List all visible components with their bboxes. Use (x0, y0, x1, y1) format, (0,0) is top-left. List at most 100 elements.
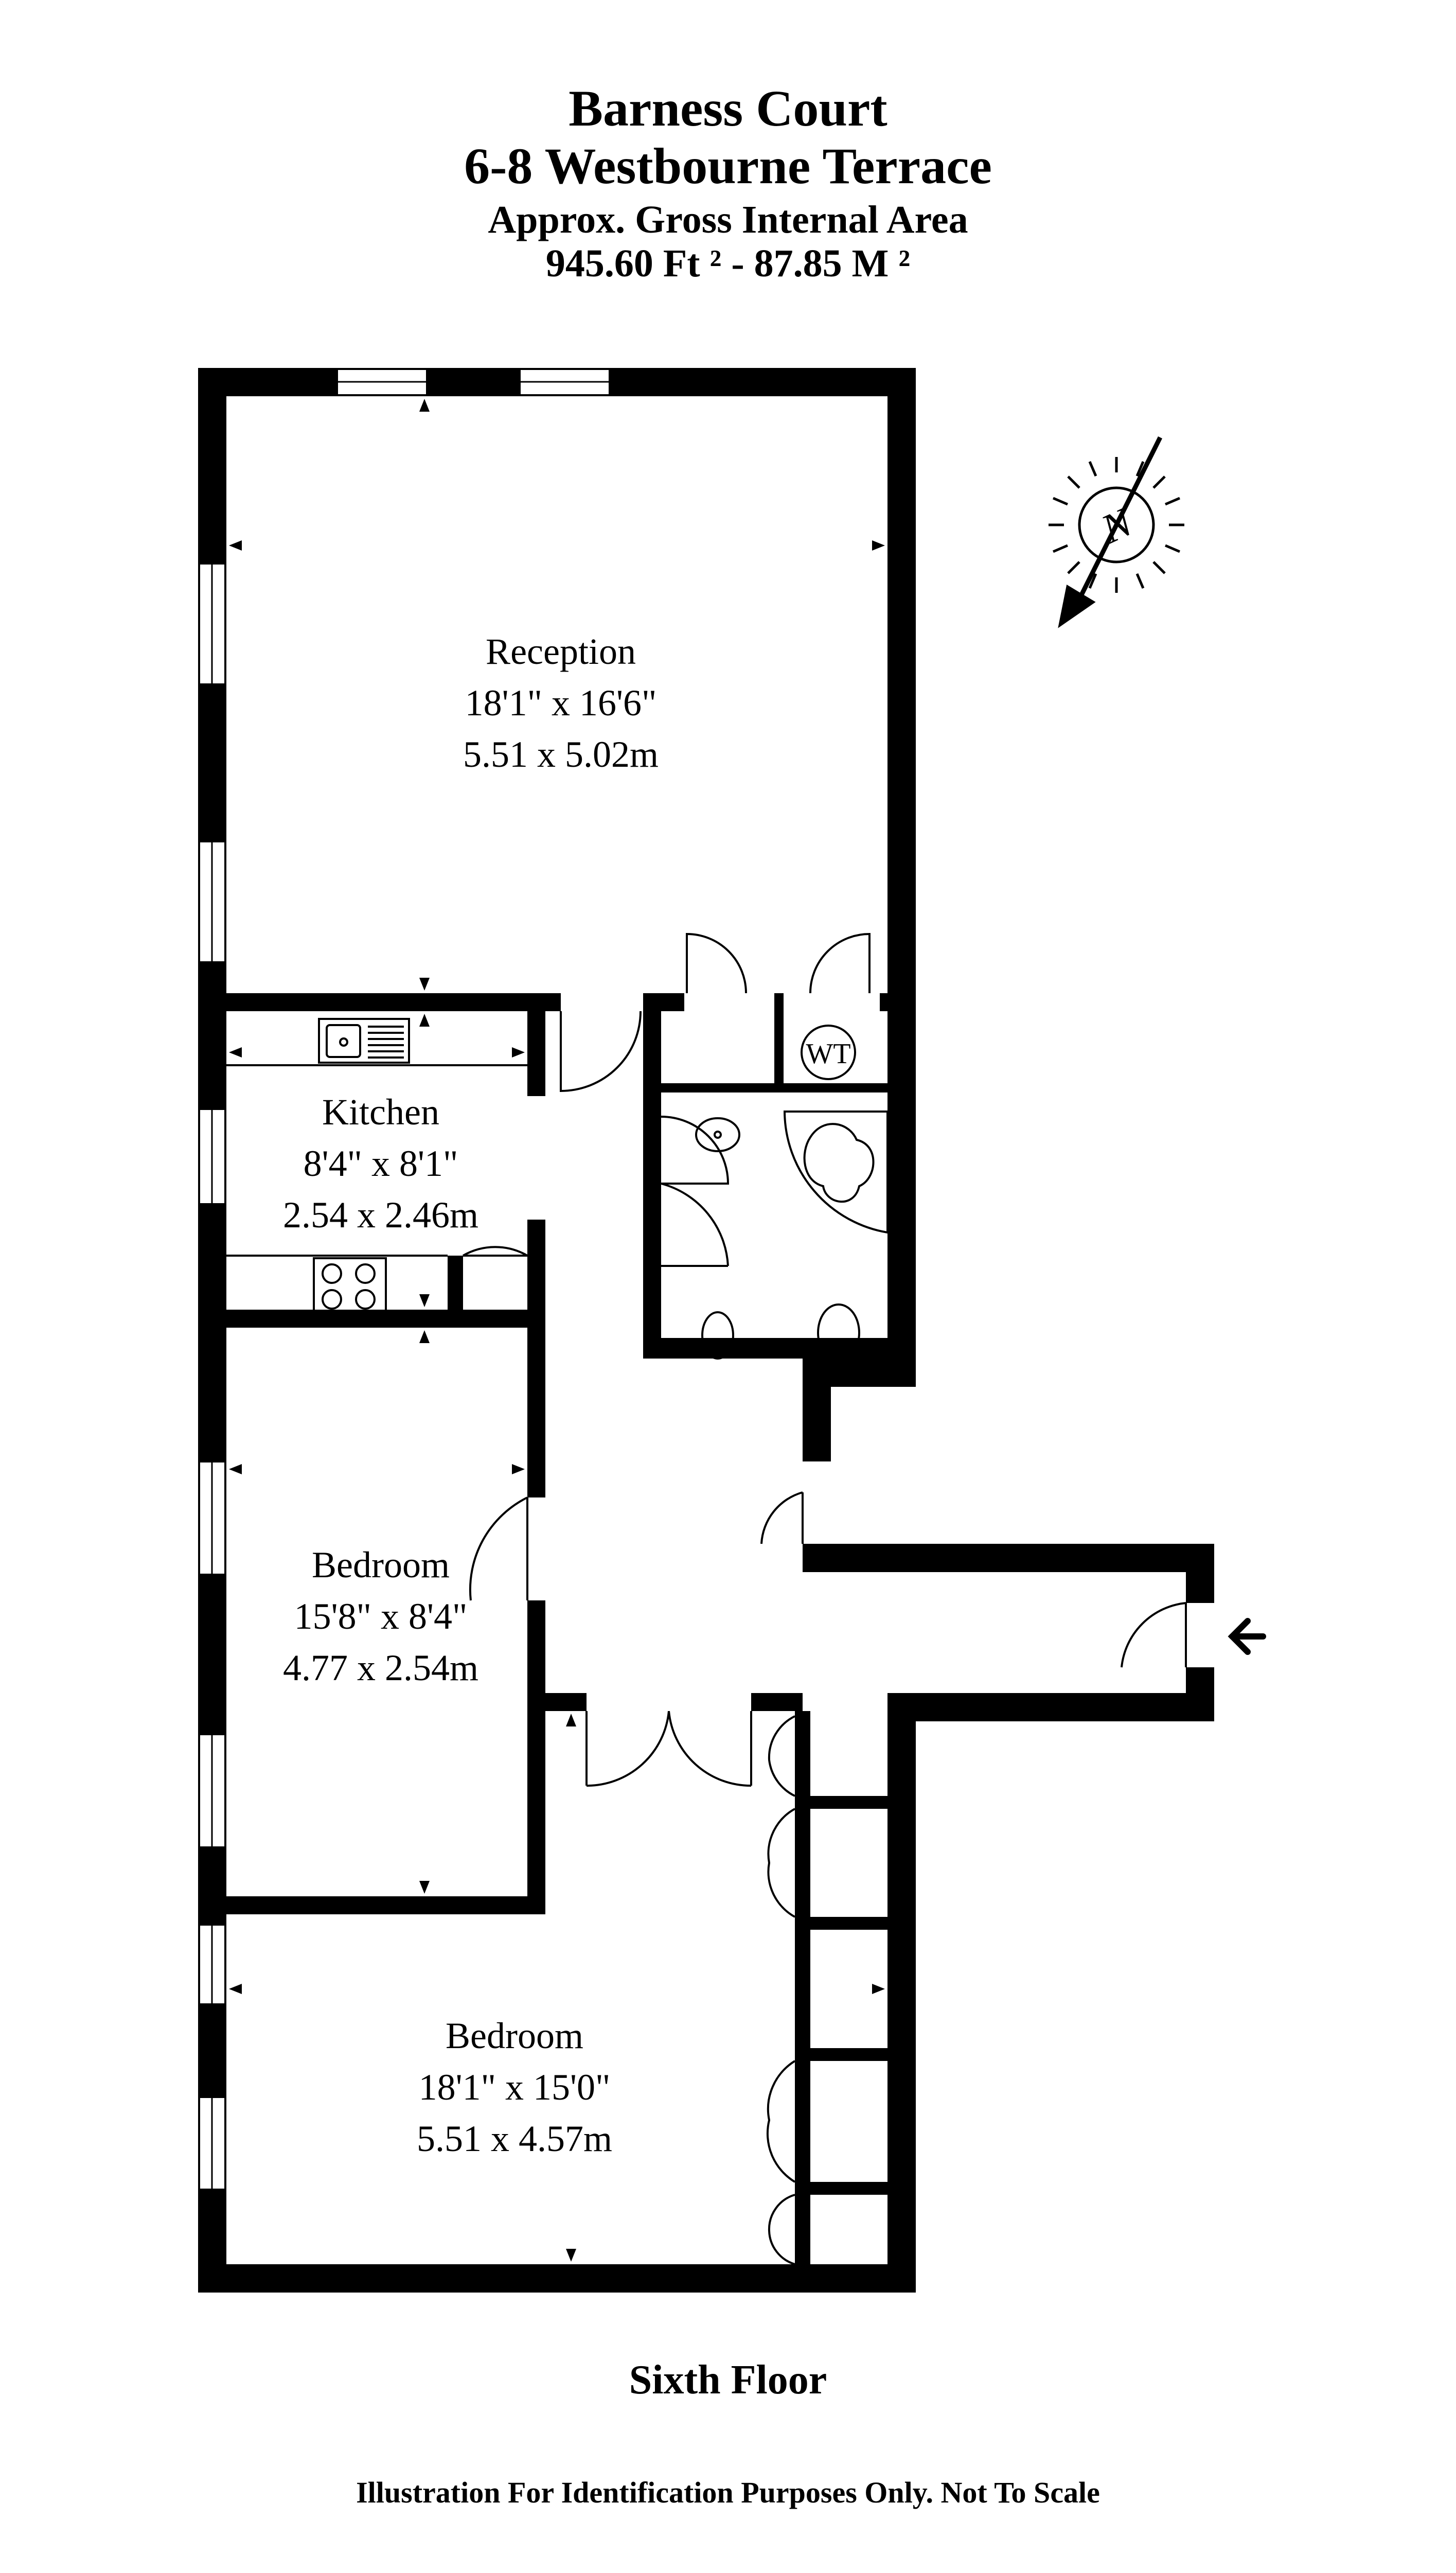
bathroom-fittings (695, 1025, 889, 1362)
bedroom1-name: Bedroom (312, 1544, 450, 1585)
arrow-reception-bottom (419, 978, 430, 991)
wardrobe-divider-1 (810, 1796, 887, 1809)
entrance-jamb-top (1186, 1544, 1214, 1603)
wardrobe-door-3 (766, 2060, 796, 2183)
arrow-reception-left (229, 540, 242, 551)
toilet-icon (817, 1303, 860, 1362)
walls (198, 368, 1214, 2293)
entrance-jamb-bottom (1186, 1667, 1214, 1721)
corner-bath-icon (783, 1111, 889, 1234)
hall-wall-right (751, 1693, 803, 1711)
east-wall-upper (887, 368, 916, 1384)
floor-label: Sixth Floor (629, 2357, 827, 2403)
south-outer-wall (198, 2264, 916, 2293)
arrow-reception-top (419, 399, 430, 412)
wardrobe-divider-2 (810, 1917, 887, 1930)
cupboard-divider-wall (661, 1083, 887, 1092)
hob-icon (313, 1257, 387, 1316)
arrow-kitchen-top (419, 1014, 430, 1027)
kitchen-bedroom-wall (226, 1310, 535, 1328)
bedroom2-door-right (668, 1711, 752, 1787)
arrow-bedroom1-top (419, 1330, 430, 1343)
bedroom2-imperial: 18'1" x 15'0" (419, 2067, 611, 2108)
corridor-south-wall (887, 1693, 1214, 1721)
bathroom-door (661, 1116, 730, 1185)
entrance-arrow-icon (1228, 1618, 1266, 1655)
arrow-bedroom2-left (229, 1984, 242, 1994)
wardrobe-spine (795, 1711, 810, 2264)
bedroom1-east-wall-upper (527, 1323, 545, 1497)
bathroom-west-wall (643, 993, 661, 1359)
bedroom2-name: Bedroom (446, 2015, 583, 2056)
kitchen-name: Kitchen (322, 1091, 439, 1133)
kitchen-imperial: 8'4" x 8'1" (304, 1143, 458, 1184)
reception-cupboard-wall (880, 993, 890, 1011)
cupboard-door-right (809, 932, 871, 994)
window-glazing-lines (211, 381, 610, 2190)
bathroom-south-wall (643, 1338, 887, 1359)
service-cupboard-door (760, 1491, 804, 1544)
disclaimer: Illustration For Identification Purposes… (356, 2476, 1100, 2509)
arrow-bedroom2-right (872, 1984, 885, 1994)
bedroom2-metric: 5.51 x 4.57m (417, 2118, 612, 2159)
arrow-kitchen-right (512, 1047, 525, 1058)
wardrobe-door-1 (768, 1715, 795, 1797)
doors (463, 932, 1187, 2265)
wardrobe-divider-4 (810, 2182, 887, 2195)
bidet-icon (701, 1311, 734, 1360)
hall-wall-left (545, 1693, 587, 1711)
cupboard-door-left (686, 932, 747, 994)
kitchen-cupboard-wall (448, 1256, 463, 1317)
bedroom1-door (469, 1496, 528, 1601)
arrow-bedroom1-right (512, 1464, 525, 1474)
arrow-bedroom1-bottom (419, 1881, 430, 1894)
wardrobe-door-2 (767, 1808, 795, 1918)
reception-metric: 5.51 x 5.02m (463, 734, 659, 775)
bedroom1-east-wall-lower (527, 1600, 545, 1914)
building-address: 6-8 Westbourne Terrace (464, 137, 992, 195)
sink-drain (339, 1037, 348, 1047)
arrow-bedroom1-left (229, 1464, 242, 1474)
compass-letter: N (1094, 499, 1141, 553)
sink-bowl (326, 1024, 361, 1058)
sink-icon (318, 1018, 410, 1064)
bathroom-door-leaf (661, 1183, 729, 1267)
arrow-kitchen-left (229, 1047, 242, 1058)
area-label: Approx. Gross Internal Area (488, 198, 968, 241)
arrow-bedroom2-top (566, 1714, 576, 1726)
arrow-kitchen-bottom (419, 1294, 430, 1307)
kitchen-metric: 2.54 x 2.46m (283, 1194, 478, 1236)
bedroom1-imperial: 15'8" x 8'4" (294, 1596, 468, 1637)
area-value: 945.60 Ft ² - 87.85 M ² (545, 242, 911, 286)
arrow-reception-right (872, 540, 885, 551)
corridor-north-wall (803, 1544, 1214, 1572)
dimension-arrows (229, 399, 885, 2262)
kitchen-cupboard-door (463, 1246, 528, 1257)
plan-header: Barness Court 6-8 Westbourne Terrace App… (0, 80, 1456, 286)
entrance-door (1121, 1602, 1187, 1668)
water-tank-label: WT (806, 1038, 850, 1070)
compass-icon: N (1049, 436, 1184, 628)
reception-imperial: 18'1" x 16'6" (465, 682, 657, 724)
cupboard-partition (774, 993, 784, 1083)
kitchen-east-wall-lower (527, 1220, 545, 1323)
service-wall-side (803, 1359, 831, 1461)
wardrobe-divider-3 (810, 2048, 887, 2061)
basin-icon (695, 1117, 740, 1152)
water-tank-icon (801, 1025, 856, 1080)
east-wall-lower (887, 1714, 916, 2293)
reception-name: Reception (486, 631, 636, 672)
bedroom2-door-left (585, 1711, 670, 1787)
arrow-bedroom2-bottom (566, 2249, 576, 2262)
kitchen-east-wall-upper (527, 1011, 545, 1096)
wardrobe-door-4 (768, 2194, 795, 2265)
reception-door (560, 1011, 642, 1092)
building-name: Barness Court (569, 80, 887, 137)
reception-kitchen-wall (226, 993, 561, 1011)
bedroom1-south-wall (226, 1896, 545, 1914)
kitchen-fittings (226, 1018, 527, 1316)
bedroom1-metric: 4.77 x 2.54m (283, 1647, 478, 1688)
room-labels: Reception 18'1" x 16'6" 5.51 x 5.02m Kit… (283, 631, 851, 2159)
